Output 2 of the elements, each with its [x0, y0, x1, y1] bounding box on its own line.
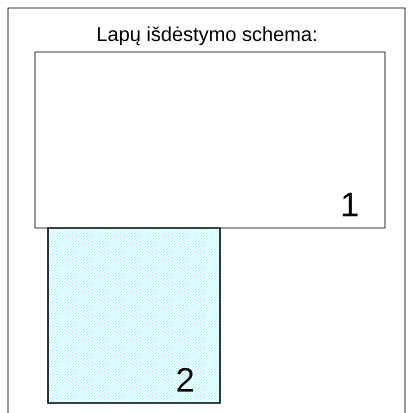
box: 1 [34, 52, 386, 228]
title: Lapų išdėstymo schema: [98, 26, 316, 46]
